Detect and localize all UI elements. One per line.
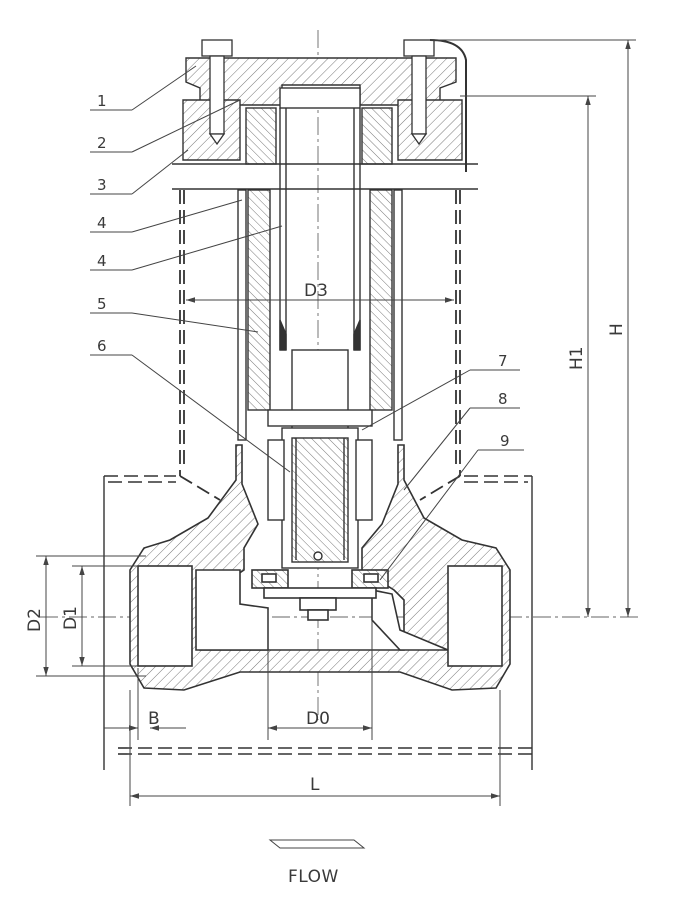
dimension-lines: [36, 39, 636, 806]
dim-label-l: L: [310, 775, 320, 795]
pipe-stubs: [104, 475, 532, 755]
leader-lines: [90, 65, 524, 581]
part-label-1: 1: [97, 92, 107, 110]
dimension-labels: D3 H H1 D2 D1 B D0 L: [25, 281, 627, 795]
pipe-edges: [103, 476, 533, 770]
part-label-3: 3: [97, 176, 107, 194]
dim-label-h: H: [607, 323, 627, 336]
stem-lower: [267, 349, 373, 569]
dim-label-d3: D3: [304, 281, 328, 301]
part-label-5: 5: [97, 295, 107, 313]
flow-label: FLOW: [288, 867, 339, 887]
part-label-4a: 4: [97, 214, 107, 232]
dim-label-d1: D1: [61, 606, 81, 630]
dim-label-h1: H1: [567, 346, 587, 370]
part-label-7: 7: [498, 352, 508, 370]
part-labels: 1 2 3 4 4 5 6 7 8 9: [97, 92, 510, 450]
dim-label-d0: D0: [306, 709, 330, 729]
bonnet-cover: [182, 57, 463, 165]
part-label-8: 8: [498, 390, 508, 408]
break-lines: [172, 163, 478, 190]
dim-label-b: B: [148, 709, 160, 729]
valve-body: [129, 444, 511, 691]
bolts: [201, 39, 435, 146]
dim-label-d2: D2: [25, 608, 45, 632]
part-label-4b: 4: [97, 252, 107, 270]
part-label-6: 6: [97, 337, 107, 355]
flow-arrow: [268, 839, 366, 849]
part-label-9: 9: [500, 432, 510, 450]
extension-housing: [179, 190, 461, 501]
part-label-2: 2: [97, 134, 107, 152]
